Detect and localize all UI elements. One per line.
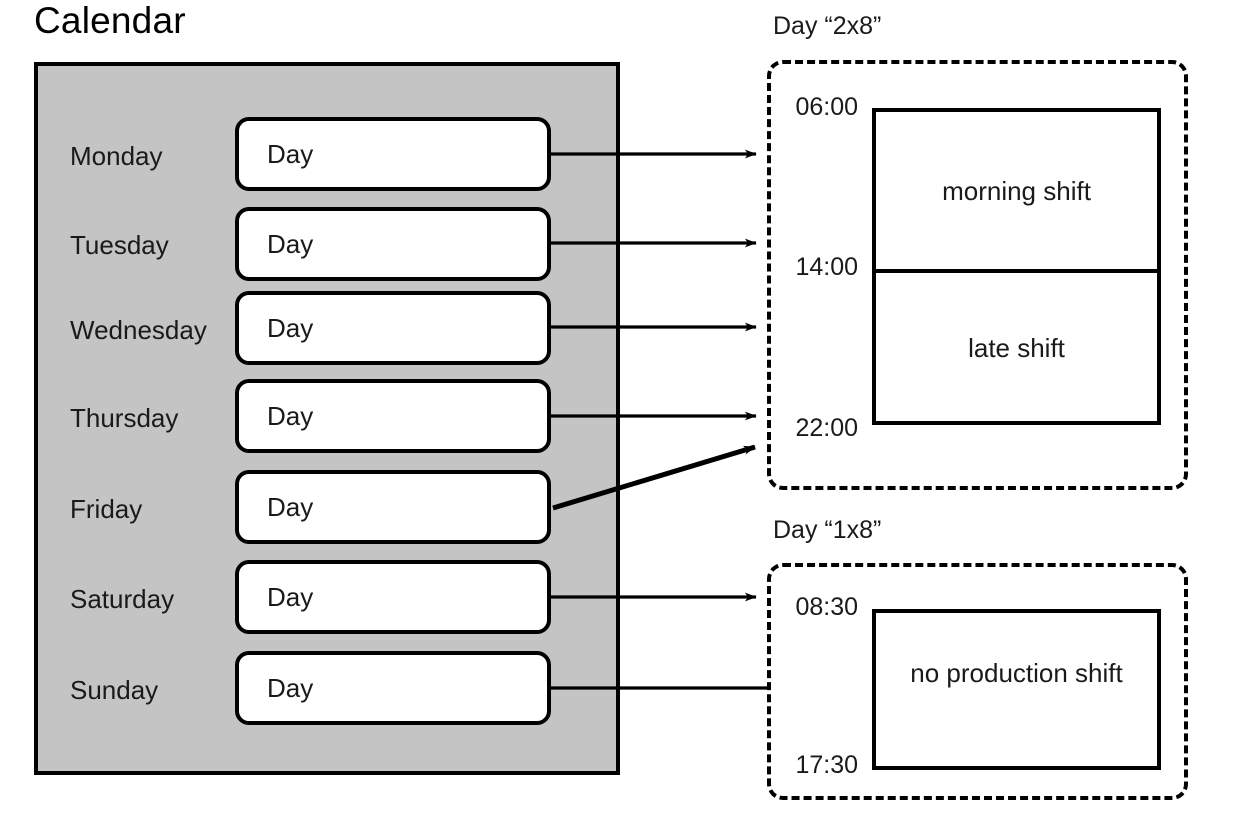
shift-divider-2x8 [872,269,1161,273]
day-label-tuesday: Tuesday [70,230,169,260]
time-label-start-1x8: 08:30 [795,593,858,621]
day-box-tuesday[interactable]: Day [235,207,551,281]
shift-container-1x8 [872,609,1161,770]
day-label-saturday: Saturday [70,584,175,614]
day-box-label: Day [267,492,314,522]
day-box-sunday[interactable]: Day [235,651,551,725]
day-box-saturday[interactable]: Day [235,560,551,634]
time-label-mid-2x8: 14:00 [795,253,858,281]
shift-label-morning: morning shift [942,176,1091,206]
day-label-thursday: Thursday [70,403,179,433]
time-label-start-2x8: 06:00 [795,93,858,121]
day-box-label: Day [267,229,314,259]
shift-container-2x8 [872,108,1161,425]
model-caption-1x8: Day “1x8” [773,516,882,544]
day-box-label: Day [267,401,314,431]
day-label-monday: Monday [70,141,163,171]
day-box-wednesday[interactable]: Day [235,291,551,365]
day-box-monday[interactable]: Day [235,117,551,191]
time-label-end-1x8: 17:30 [795,751,858,779]
model-frame-1x8 [767,563,1188,800]
day-box-friday[interactable]: Day [235,470,551,544]
day-box-label: Day [267,313,314,343]
model-caption-2x8: Day “2x8” [773,12,882,40]
day-label-sunday: Sunday [70,675,159,705]
day-box-label: Day [267,139,314,169]
time-label-end-2x8: 22:00 [795,414,858,442]
day-box-label: Day [267,582,314,612]
model-frame-2x8 [767,60,1188,490]
day-label-friday: Friday [70,494,143,524]
shift-label-no-production: no production shift [910,658,1123,688]
day-box-thursday[interactable]: Day [235,379,551,453]
shift-label-late: late shift [968,333,1065,363]
day-box-label: Day [267,673,314,703]
day-label-wednesday: Wednesday [70,315,207,345]
page-title: Calendar [34,0,186,41]
